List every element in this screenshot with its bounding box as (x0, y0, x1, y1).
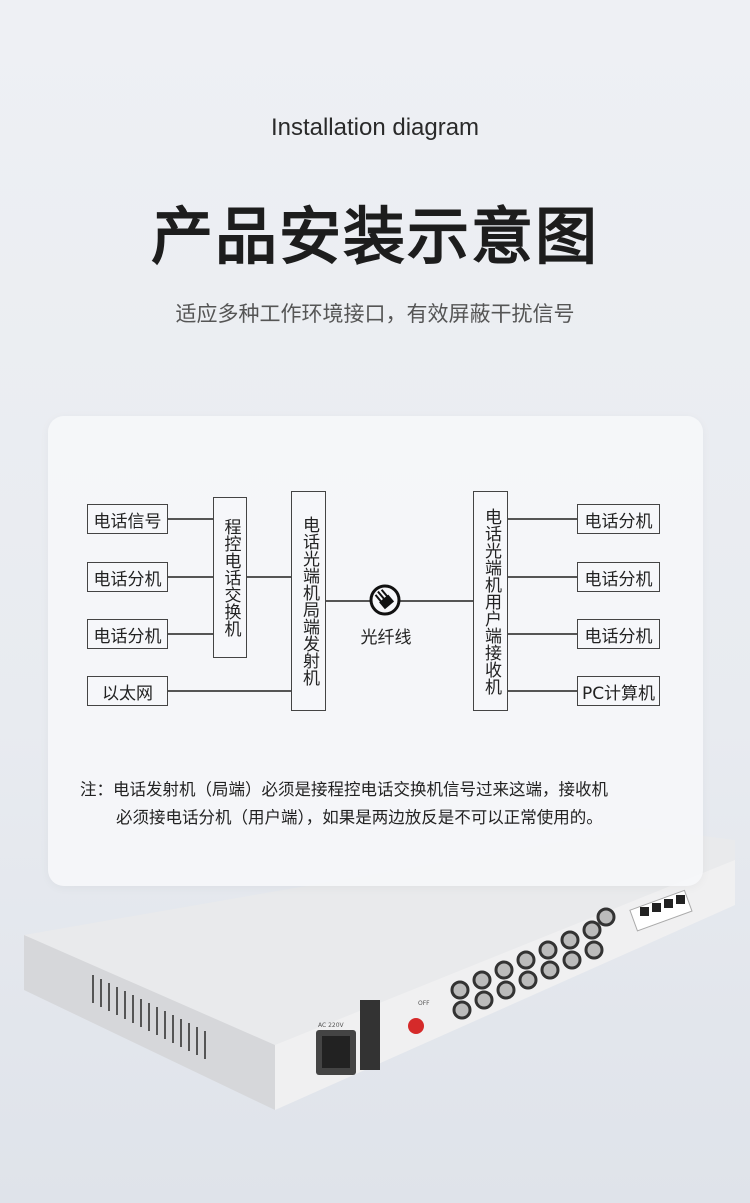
subtitle: 适应多种工作环境接口，有效屏蔽干扰信号 (175, 302, 575, 326)
left-input-box: 电话分机 (87, 619, 168, 649)
pbx-box: 程控电话交换机 (213, 497, 247, 658)
fiber-label: 光纤线 (360, 628, 412, 648)
diagram-card (48, 416, 703, 886)
note-line-1: 注：电话发射机（局端）必须是接程控电话交换机信号过来这端，接收机 (80, 780, 608, 799)
note-line-2: 必须接电话分机（用户端），如果是两边放反是不可以正常使用的。 (116, 808, 603, 827)
right-output-box: PC计算机 (577, 676, 660, 706)
receiver-box: 电话光端机用户端接收机 (473, 491, 508, 711)
power-label: AC 220V (318, 1022, 345, 1029)
transmitter-box: 电话光端机局端发射机 (291, 491, 326, 711)
right-output-box: 电话分机 (577, 619, 660, 649)
right-output-box: 电话分机 (577, 504, 660, 534)
fiber-cable-icon (369, 584, 401, 616)
fiber-optic-phone-device-image: AC 220V OFF (24, 828, 735, 1110)
english-title: Installation diagram (270, 114, 480, 141)
right-output-box: 电话分机 (577, 562, 660, 592)
left-input-box: 以太网 (87, 676, 168, 706)
switch-label: OFF (418, 1000, 430, 1007)
left-input-box: 电话分机 (87, 562, 168, 592)
left-input-box: 电话信号 (87, 504, 168, 534)
page-title: 产品安装示意图 (150, 200, 599, 273)
